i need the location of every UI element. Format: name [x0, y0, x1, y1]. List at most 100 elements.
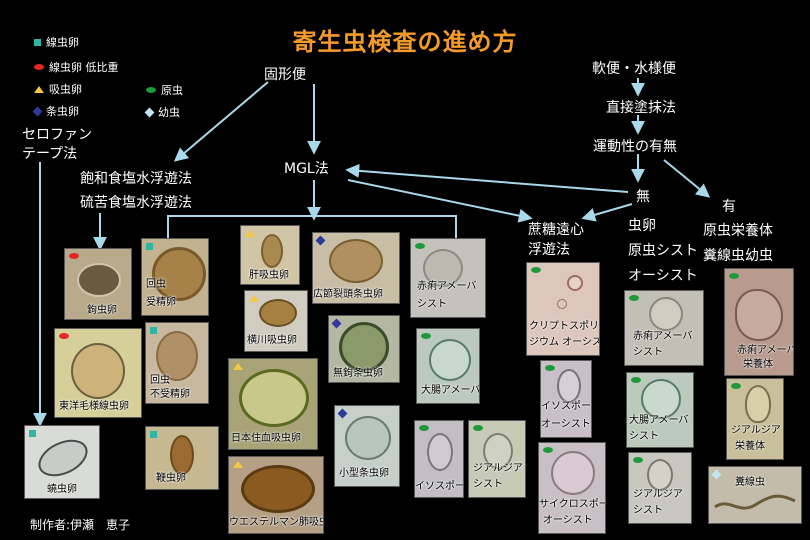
- navy-diamond-icon: [337, 408, 348, 419]
- photo-strongyloides: 糞線虫: [708, 466, 802, 524]
- present-label: 有: [722, 199, 736, 215]
- photo-caption: 蟯虫卵: [47, 484, 77, 495]
- green-oval-icon: [146, 87, 156, 93]
- egg-shape: [241, 465, 315, 513]
- absent-label: 無: [636, 189, 650, 205]
- teal-square-icon: [150, 431, 157, 438]
- photo-clonorchis: 肝吸虫卵: [240, 225, 300, 285]
- cyst-shape: [427, 433, 453, 471]
- legend-label: 線虫卵: [46, 36, 79, 49]
- mgl-label: MGL法: [284, 161, 329, 177]
- egg-shape: [259, 299, 297, 327]
- photo-caption: シスト: [417, 299, 447, 310]
- green-oval-icon: [421, 333, 431, 339]
- photo-caption: 日本住血吸虫卵: [231, 433, 301, 444]
- photo-caption: サイクロスポーラ: [539, 499, 605, 510]
- egg-shape: [345, 416, 391, 460]
- green-oval-icon: [731, 383, 741, 389]
- egg-shape: [339, 322, 389, 372]
- larva-shape: [714, 494, 796, 510]
- yellow-triangle-icon: [249, 295, 259, 302]
- green-oval-icon: [633, 457, 643, 463]
- egg-shape: [170, 435, 194, 475]
- photo-caption: ジアルジア: [473, 463, 523, 474]
- photo-caption: 広節裂頭条虫卵: [313, 289, 383, 300]
- green-oval-icon: [631, 377, 641, 383]
- photo-hookworm: 鉤虫卵: [64, 248, 132, 320]
- green-oval-icon: [545, 365, 555, 371]
- teal-square-icon: [146, 243, 153, 250]
- yellow-triangle-icon: [233, 461, 243, 468]
- present-larva-label: 糞線虫幼虫: [703, 248, 773, 264]
- direct-smear-label: 直接塗抹法: [606, 100, 676, 116]
- photo-caption: ジアルジア: [633, 489, 683, 500]
- cellophane-label-1: セロファン: [22, 127, 92, 143]
- photo-caption: 糞線虫: [735, 477, 765, 488]
- egg-shape: [329, 239, 383, 283]
- legend-item-nematode-low: 線虫卵 低比重: [34, 59, 119, 75]
- yellow-triangle-icon: [245, 230, 255, 237]
- oocyst-shape: [567, 275, 583, 291]
- egg-shape: [239, 369, 309, 427]
- cyst-shape: [429, 339, 471, 381]
- photo-caption: 赤痢アメーバ: [737, 345, 794, 356]
- teal-square-icon: [150, 327, 157, 334]
- photo-caption: 無鉤条虫卵: [333, 368, 383, 379]
- photo-caption: 回虫: [150, 375, 170, 386]
- photo-caption: 小型条虫卵: [339, 468, 389, 479]
- photo-trichuris: 鞭虫卵: [145, 426, 219, 490]
- egg-shape: [32, 432, 94, 484]
- legend-label: 原虫: [161, 84, 183, 97]
- legend-label: 幼虫: [158, 106, 180, 119]
- oocyst-shape: [557, 369, 581, 403]
- photo-caption: 東洋毛様線虫卵: [59, 401, 129, 412]
- photo-isospora-sucrose: イソスポーラ オーシスト: [540, 360, 592, 438]
- legend-label: 線虫卵 低比重: [49, 61, 119, 74]
- teal-square-icon: [34, 38, 41, 46]
- cyst-shape: [423, 249, 463, 287]
- photo-ecoli-cyst-absent: 大腸アメーバ シスト: [626, 372, 694, 448]
- photo-paragonimus: ウエステルマン肺吸虫卵: [228, 456, 324, 534]
- green-oval-icon: [531, 267, 541, 273]
- legend-item-protozoa: 原虫: [146, 82, 183, 98]
- photo-caption: 横川吸虫卵: [247, 335, 297, 346]
- egg-shape: [261, 234, 283, 268]
- solid-stool-label: 固形便: [264, 67, 306, 83]
- oocyst-shape: [551, 451, 595, 495]
- photo-caption: シスト: [633, 347, 663, 358]
- photo-giardia-mgl: ジアルジア シスト: [468, 420, 526, 498]
- red-oval-icon: [34, 64, 44, 70]
- sucrose-label-1: 蔗糖遠心: [528, 222, 584, 238]
- photo-caption: オーシスト: [543, 515, 593, 526]
- photo-ascaris-unfertilized: 回虫 不受精卵: [145, 322, 209, 404]
- legend-item-larva: 幼虫: [144, 104, 183, 120]
- cyst-shape: [483, 433, 513, 469]
- absent-oocyst-label: オーシスト: [628, 268, 698, 284]
- photo-caption: シスト: [629, 431, 659, 442]
- photo-ascaris-fertilized: 回虫 受精卵: [141, 238, 209, 316]
- photo-giardia-absent: ジアルジア シスト: [628, 452, 692, 524]
- photo-caption: 鉤虫卵: [87, 305, 117, 316]
- green-oval-icon: [729, 273, 739, 279]
- photo-diphyllobothrium: 広節裂頭条虫卵: [312, 232, 400, 304]
- photo-eh-cyst-mgl: 赤痢アメーバ シスト: [410, 238, 486, 318]
- photo-giardia-trophozoite: ジアルジア 栄養体: [726, 378, 784, 460]
- photo-caption: シスト: [633, 505, 663, 516]
- legend-label: 吸虫卵: [49, 83, 82, 96]
- legend-right: 原虫 幼虫: [144, 82, 183, 120]
- photo-ecoli-mgl: 大腸アメーバ: [416, 328, 480, 404]
- yellow-triangle-icon: [34, 85, 44, 93]
- photo-caption: 赤痢アメーバ: [417, 281, 477, 292]
- red-oval-icon: [69, 253, 79, 259]
- photo-caption: 栄養体: [743, 359, 773, 370]
- photo-caption: 大腸アメーバ: [421, 385, 480, 396]
- green-oval-icon: [419, 425, 429, 431]
- photo-isospora-mgl: イソスポーラ: [414, 420, 464, 498]
- legend-item-cestode: 条虫卵: [32, 103, 119, 119]
- photo-caption: ウエステルマン肺吸虫卵: [229, 517, 323, 528]
- photo-enterobius: 蟯虫卵: [24, 425, 100, 499]
- photo-trichostrongylus: 東洋毛様線虫卵: [54, 328, 142, 418]
- photo-caption: オーシスト: [541, 419, 591, 430]
- mgso4-salt-label: 硫苦食塩水浮遊法: [80, 195, 192, 211]
- trophozoite-shape: [745, 385, 771, 423]
